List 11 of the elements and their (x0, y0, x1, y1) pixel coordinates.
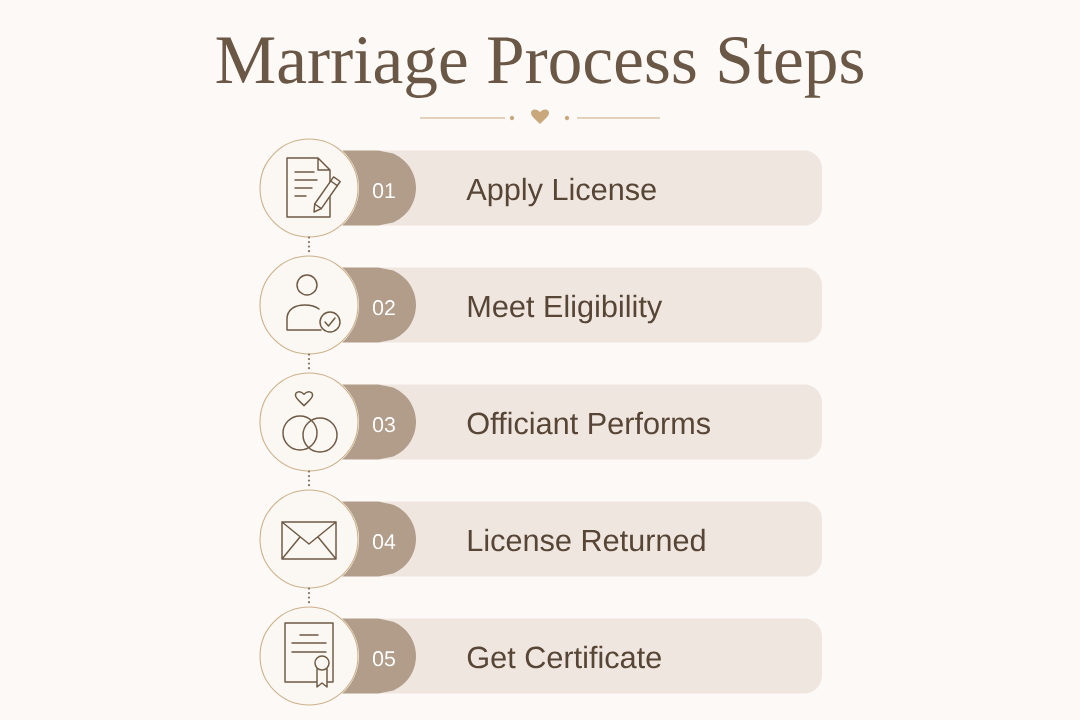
number-badge: 05 (342, 618, 416, 694)
number-badge: 04 (342, 501, 416, 577)
step-band: 02 Meet Eligibility (342, 267, 822, 343)
title: Marriage Process Steps (216, 37, 863, 98)
number-badge: 02 (342, 267, 416, 343)
number-badge: 03 (342, 384, 416, 460)
step-band: 05 Get Certificate (342, 618, 822, 694)
step-band: 04 License Returned (342, 501, 822, 577)
number-badge: 01 (342, 150, 416, 226)
step-band: 03 Officiant Performs (342, 384, 822, 460)
step-band: 01 Apply License (342, 150, 822, 226)
